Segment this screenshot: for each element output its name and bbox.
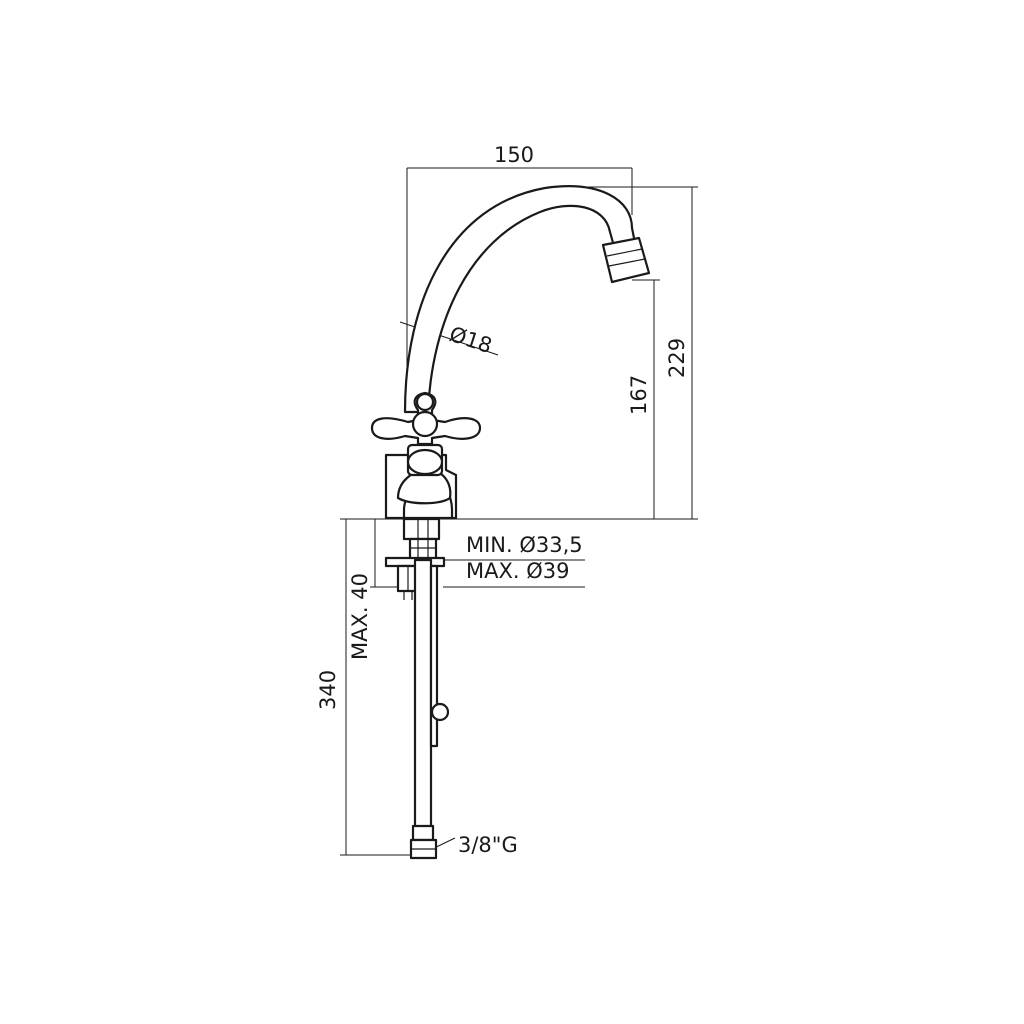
dim-hose-length: 340 — [316, 670, 340, 710]
dim-deck-thickness: MAX. 40 — [348, 573, 372, 660]
dim-spout-height: 167 — [627, 375, 651, 415]
dimension-lines — [340, 167, 698, 856]
aerator — [601, 236, 651, 284]
mounting-assembly — [384, 517, 450, 860]
dim-tube-diameter: Ø18 — [446, 322, 495, 358]
dim-total-height: 229 — [665, 338, 689, 378]
dim-hole-min: MIN. Ø33,5 — [466, 533, 583, 557]
dim-hole-max: MAX. Ø39 — [466, 559, 569, 583]
dim-spout-reach: 150 — [494, 143, 534, 167]
spout — [403, 185, 651, 414]
dim-connection: 3/8"G — [458, 833, 518, 857]
cross-handle — [370, 391, 482, 476]
